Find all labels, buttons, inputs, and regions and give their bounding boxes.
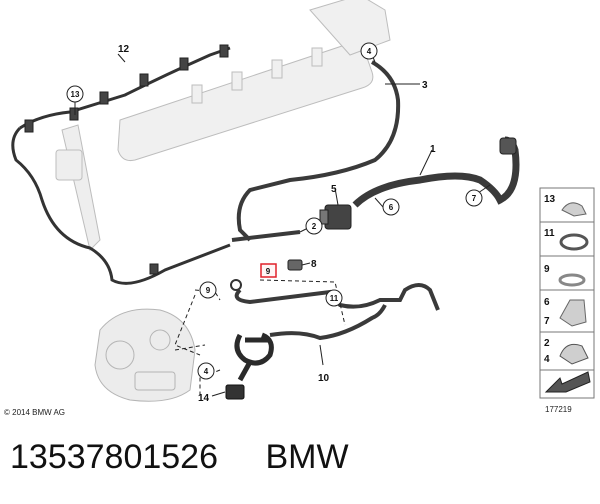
legend-clamp-2-4-icon <box>559 343 589 365</box>
legend-label-9: 9 <box>544 264 550 275</box>
legend-clip-13-icon <box>561 202 587 217</box>
legend-panel: 13 11 9 6 7 2 4 177219 <box>539 187 595 414</box>
copyright-text: © 2014 BMW AG <box>4 408 65 417</box>
legend-clamp-11-icon <box>559 233 589 251</box>
svg-text:9: 9 <box>266 267 271 276</box>
legend-arrow-icon <box>544 371 591 393</box>
part-footer: 13537801526 BMW <box>10 438 590 488</box>
fitting-5 <box>319 204 352 230</box>
svg-text:11: 11 <box>330 294 339 303</box>
callout-13-circle: 13 <box>66 85 84 103</box>
callout-4-circle-top: 4 <box>360 42 378 60</box>
svg-text:9: 9 <box>206 286 211 295</box>
callout-11-circle: 11 <box>325 289 343 307</box>
callout-14: 14 <box>198 393 210 404</box>
svg-text:6: 6 <box>389 203 394 212</box>
ghost-injector <box>55 124 101 251</box>
callout-3: 3 <box>422 80 428 91</box>
legend-clip-6-7-icon <box>559 299 587 327</box>
callout-4-circle-bottom: 4 <box>197 362 215 380</box>
callout-8: 8 <box>311 259 317 270</box>
svg-text:13: 13 <box>71 90 80 99</box>
ghost-high-pressure-pump <box>94 308 196 402</box>
wiring-harness <box>11 46 231 285</box>
callout-7-circle: 7 <box>465 189 483 207</box>
ghost-fuel-rail <box>117 0 391 161</box>
svg-text:2: 2 <box>312 222 317 231</box>
callout-1: 1 <box>430 144 436 155</box>
callout-5: 5 <box>331 184 337 195</box>
fitting-8 <box>287 259 303 271</box>
svg-text:4: 4 <box>204 367 209 376</box>
harness-connectors <box>24 44 229 275</box>
legend-label-6: 6 <box>544 297 550 308</box>
legend-image-number: 177219 <box>545 405 572 414</box>
legend-label-2: 2 <box>544 338 550 349</box>
callout-9-highlighted: 9 <box>260 263 277 278</box>
legend-seal-ring-9-icon <box>558 273 586 287</box>
svg-text:4: 4 <box>367 47 372 56</box>
callout-6-circle: 6 <box>382 198 400 216</box>
svg-text:7: 7 <box>472 194 477 203</box>
callout-10: 10 <box>318 373 330 384</box>
parts-diagram: 12 13 4 3 1 5 6 7 2 8 9 9 11 4 10 14 © 2… <box>4 0 595 417</box>
legend-label-11: 11 <box>544 228 555 239</box>
callout-12: 12 <box>118 44 130 55</box>
fuel-line-10 <box>234 283 440 341</box>
fuel-line-10-coil <box>234 332 274 382</box>
fuel-line-3 <box>231 60 401 242</box>
part-number: 13537801526 <box>10 438 219 476</box>
clip-7 <box>499 137 517 155</box>
seal-9 <box>230 279 242 291</box>
fitting-14 <box>225 384 245 400</box>
brand-name: BMW <box>265 438 349 476</box>
callout-9-circle: 9 <box>199 281 217 299</box>
legend-label-4: 4 <box>544 354 550 365</box>
legend-label-7: 7 <box>544 316 550 327</box>
legend-label-13: 13 <box>544 194 556 205</box>
callout-2-circle: 2 <box>305 217 323 235</box>
